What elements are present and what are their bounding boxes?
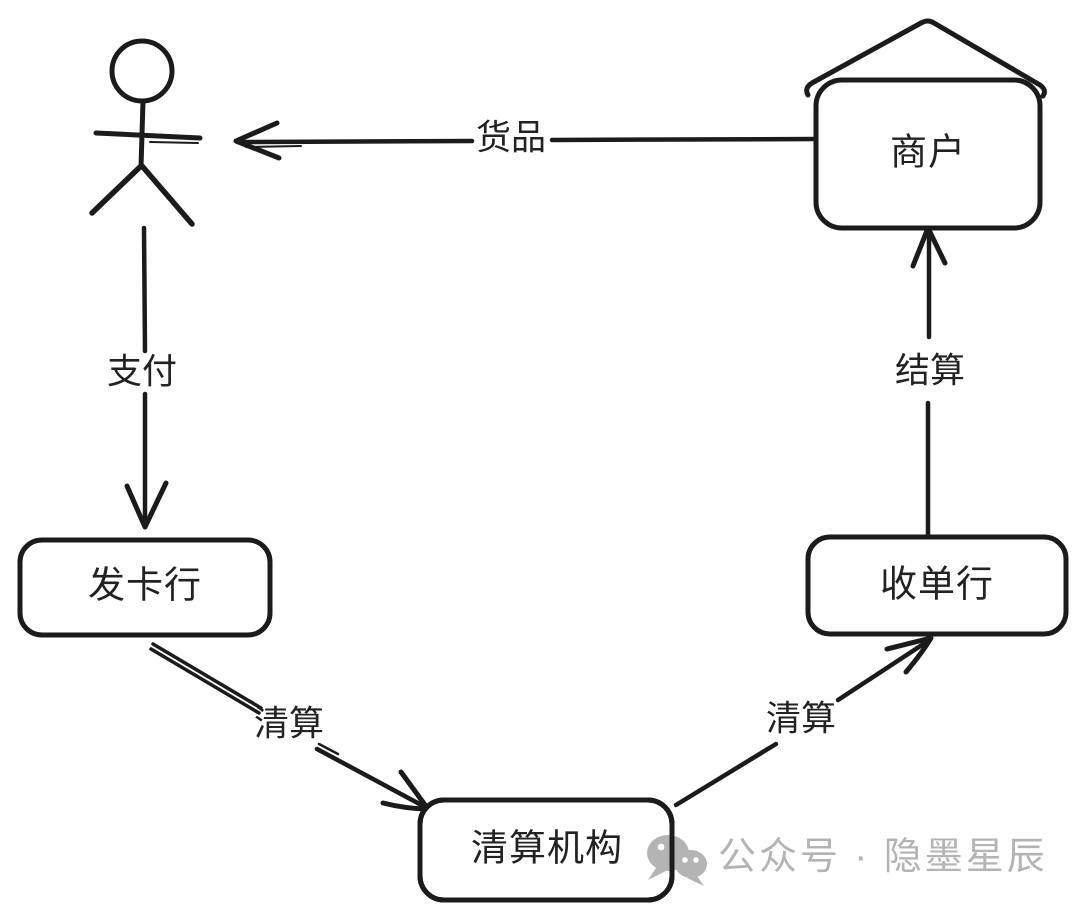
wechat-icon-small-bubble	[675, 850, 707, 878]
watermark: 公众号 · 隐墨星辰	[417, 797, 1048, 903]
goods-arrowhead	[233, 120, 282, 161]
issuing-bank-box	[17, 537, 273, 638]
wechat-icon-small-eye-left	[682, 857, 688, 863]
goods-label: 货品	[476, 119, 546, 158]
payment-line-top	[141, 225, 148, 354]
clearing-right-arrowhead	[884, 635, 934, 675]
clearing-right-line-a	[673, 741, 779, 808]
acquiring-bank-node: 收单行	[805, 534, 1069, 637]
settlement-label: 结算	[895, 352, 965, 391]
clearing-house-node: 清算机构	[417, 797, 675, 903]
acquiring-bank-box	[805, 534, 1069, 637]
payment-arrowhead	[124, 480, 169, 530]
person-arm-sketch-stroke	[149, 141, 199, 144]
goods-line-left	[238, 138, 475, 145]
wechat-icon-small-eye-right	[693, 857, 699, 863]
clearing-house-box-outline	[417, 797, 675, 903]
payment-label: 支付	[107, 353, 177, 392]
edge-clearing-left: 清算	[149, 642, 431, 812]
edge-clearing-right: 清算	[673, 635, 934, 808]
issuing-bank-label: 发卡行	[88, 565, 202, 606]
merchant-box	[813, 77, 1043, 231]
issuing-bank-node: 发卡行	[17, 537, 273, 638]
clearing-left-line-a	[151, 642, 263, 710]
watermark-text: 公众号 · 隐墨星辰	[718, 836, 1048, 878]
clearing-right-line-b	[835, 638, 931, 703]
clearing-left-label: 清算	[254, 705, 324, 744]
edge-payment: 支付	[107, 225, 177, 530]
wechat-icon	[647, 835, 707, 886]
clearing-left-line-b	[149, 647, 261, 715]
merchant-node: 商户	[804, 18, 1047, 231]
person-arms	[93, 130, 203, 141]
merchant-roof	[804, 18, 1047, 99]
acquiring-bank-label: 收单行	[880, 564, 994, 605]
wechat-icon-big-eye	[657, 843, 665, 851]
clearing-left-line-c	[314, 746, 430, 811]
wechat-icon-big-tail	[648, 868, 666, 880]
person-right-leg	[139, 163, 195, 227]
merchant-label: 商户	[890, 132, 966, 173]
edge-settlement: 结算	[895, 225, 965, 538]
wechat-icon-small-tail	[687, 876, 704, 886]
goods-sketch-stroke	[245, 145, 302, 148]
clearing-right-label: 清算	[766, 700, 836, 739]
person-left-leg	[89, 163, 144, 216]
edge-goods: 货品	[233, 119, 819, 161]
goods-line-right	[549, 136, 819, 143]
clearing-house-label: 清算机构	[471, 828, 623, 869]
person-node	[89, 38, 203, 227]
person-head	[109, 38, 175, 104]
clearing-left-sketch-stroke	[317, 742, 340, 756]
